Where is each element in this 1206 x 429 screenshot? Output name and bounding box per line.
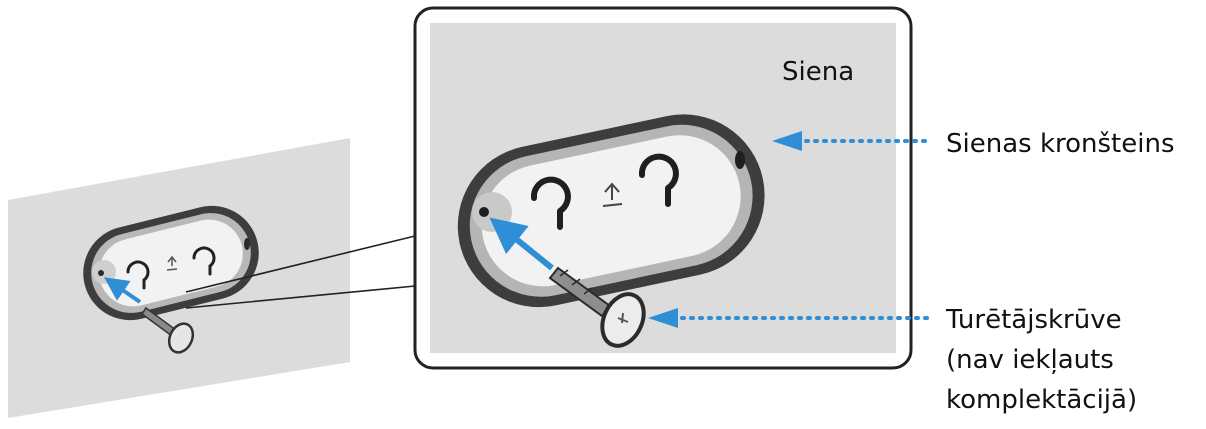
zoom-lines [185, 235, 416, 309]
bracket-pointer [772, 131, 932, 151]
small-insert-arrow [104, 277, 142, 304]
up-arrow-icon [602, 182, 623, 207]
small-wall-bracket [83, 205, 259, 321]
small-wall-view [8, 138, 350, 418]
screw-icon [548, 266, 646, 348]
screw-label-line3: komplektācijā) [946, 385, 1137, 415]
screw-label-line2: (nav iekļauts [946, 345, 1114, 375]
screw-insert-arrow [489, 217, 554, 271]
keyhole-icon [126, 246, 216, 290]
wall-label: Siena [782, 57, 854, 87]
up-arrow-icon [166, 255, 178, 271]
screw-pointer [648, 308, 932, 328]
bracket-label: Sienas kronšteins [946, 129, 1175, 159]
screw-label-line1: Turētājskrūve [945, 305, 1122, 335]
keyhole-icon [530, 153, 679, 230]
callout-detail: Siena [413, 6, 913, 370]
small-screw-icon [140, 306, 195, 354]
wall-bracket [457, 114, 765, 308]
